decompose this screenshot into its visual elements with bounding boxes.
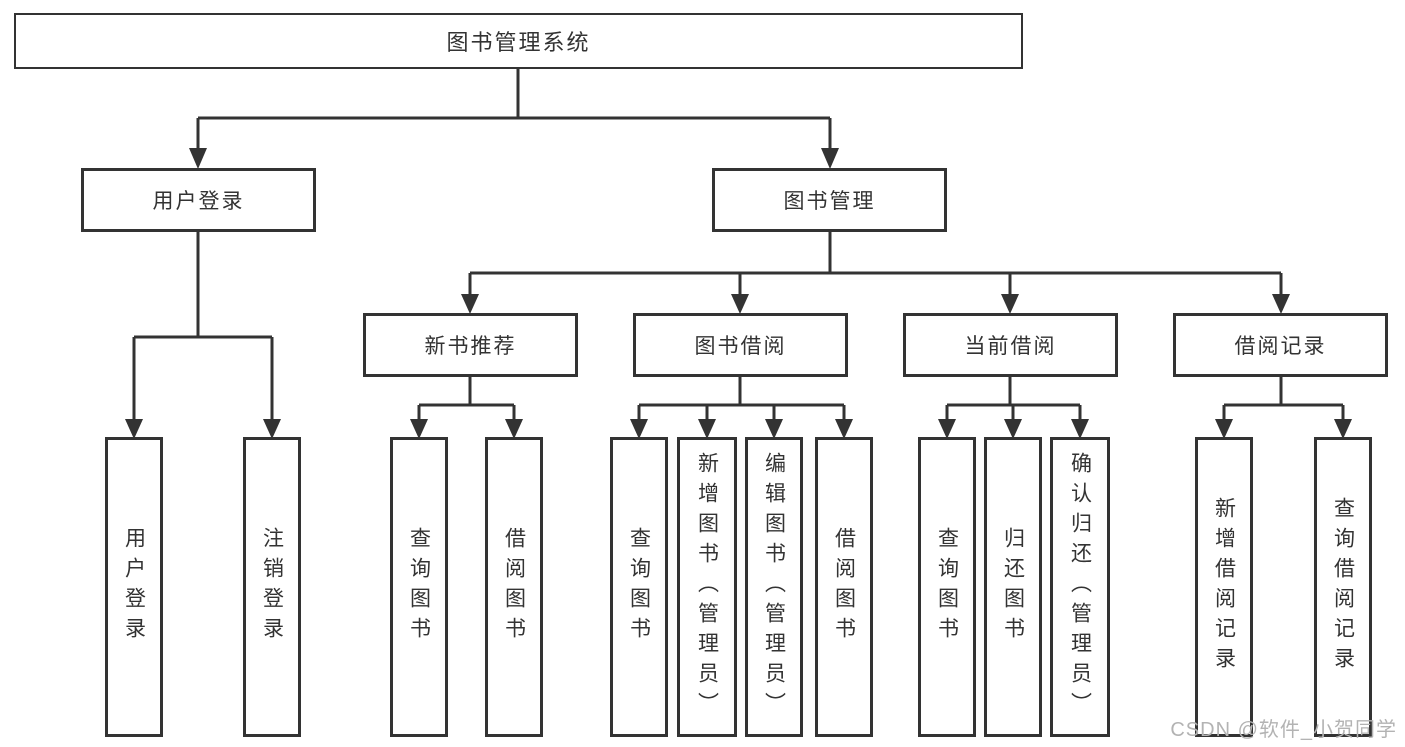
- arrowheads-leaves: [125, 419, 1352, 439]
- connector-userlogin-to-leaves: [132, 232, 274, 421]
- leaf-user-login: 用户登录: [105, 437, 163, 737]
- connector-borrowrecord-to-leaves: [1222, 377, 1345, 421]
- node-borrowing-records: 借阅记录: [1173, 313, 1388, 377]
- leaf-borrow-books-2: 借阅图书: [815, 437, 873, 737]
- connector-bookmgmt-to-level3: [468, 232, 1283, 296]
- leaf-add-borrow-record: 新增借阅记录: [1195, 437, 1253, 737]
- connector-currentborrow-to-leaves: [945, 377, 1082, 421]
- node-new-book-recommend: 新书推荐: [363, 313, 578, 377]
- leaf-edit-books-admin: 编辑图书（管理员）: [745, 437, 803, 737]
- arrowheads-level3: [461, 294, 1290, 314]
- leaf-confirm-return-admin: 确认归还（管理员）: [1050, 437, 1110, 737]
- connector-newbook-to-leaves: [417, 377, 516, 421]
- node-current-borrowing: 当前借阅: [903, 313, 1118, 377]
- node-user-login: 用户登录: [81, 168, 316, 232]
- leaf-query-borrow-record: 查询借阅记录: [1314, 437, 1372, 737]
- connector-bookborrow-to-leaves: [637, 377, 846, 421]
- leaf-borrow-books-1: 借阅图书: [485, 437, 543, 737]
- csdn-watermark: CSDN @软件_小贺同学: [1170, 719, 1397, 741]
- node-book-management: 图书管理: [712, 168, 947, 232]
- leaf-add-books-admin: 新增图书（管理员）: [677, 437, 737, 737]
- leaf-return-books: 归还图书: [984, 437, 1042, 737]
- leaf-query-books-1: 查询图书: [390, 437, 448, 737]
- node-book-borrowing: 图书借阅: [633, 313, 848, 377]
- leaf-logout: 注销登录: [243, 437, 301, 737]
- node-root-system: 图书管理系统: [14, 13, 1023, 69]
- connector-root-to-level2: [196, 69, 832, 150]
- arrowheads-level2: [189, 148, 839, 169]
- leaf-query-books-2: 查询图书: [610, 437, 668, 737]
- leaf-query-books-3: 查询图书: [918, 437, 976, 737]
